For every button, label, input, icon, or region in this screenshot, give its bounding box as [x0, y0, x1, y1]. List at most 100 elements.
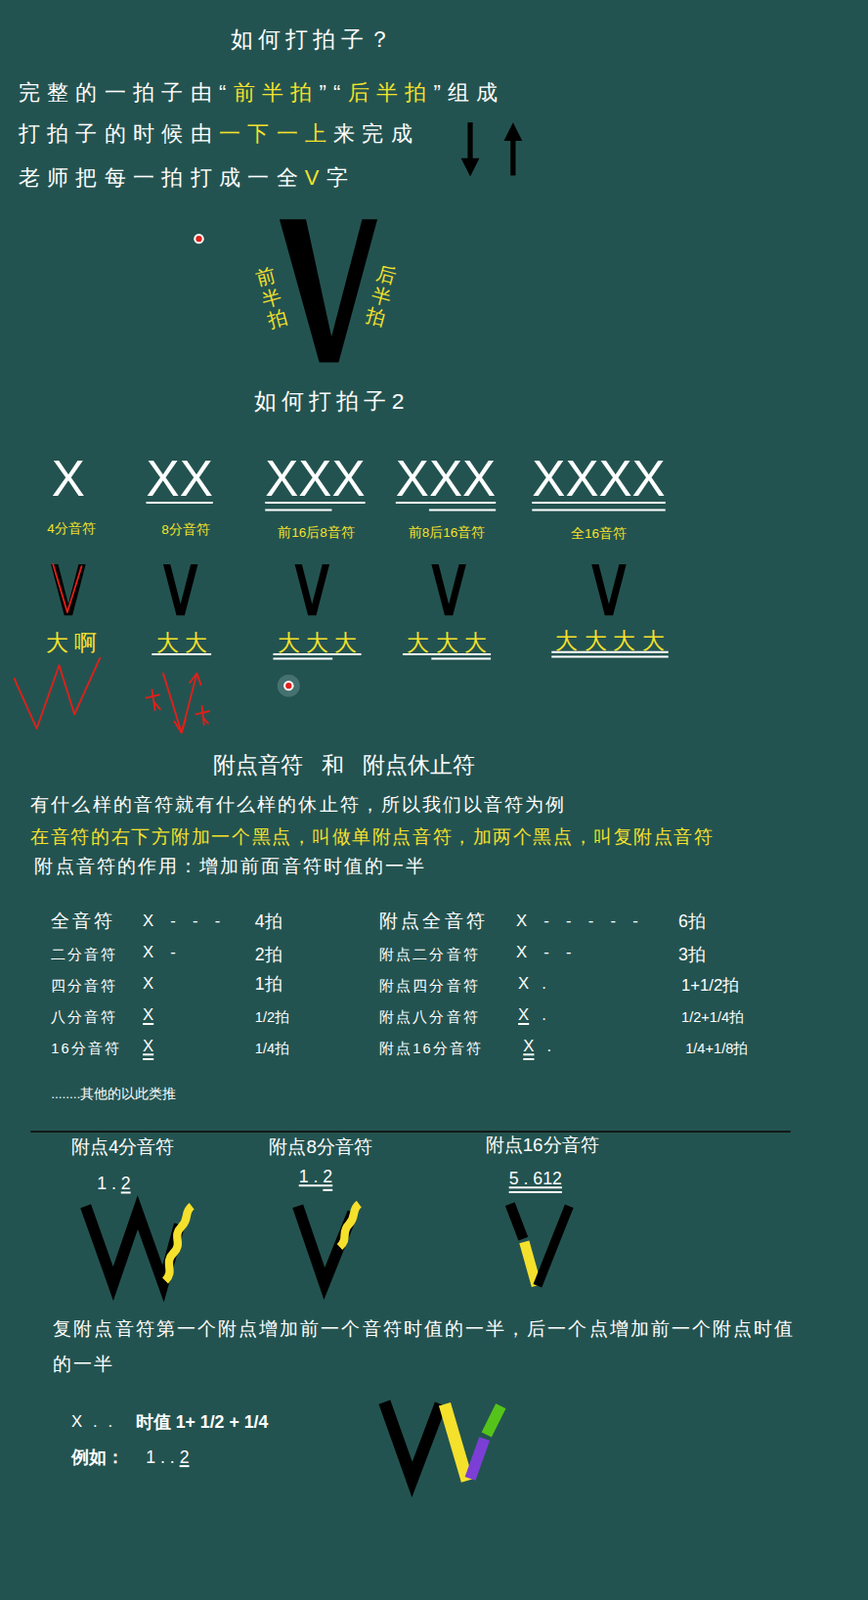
note-symbol: X — [142, 973, 154, 993]
example-heading: 附点4分音符 — [71, 1135, 174, 1158]
w-figure — [86, 1205, 180, 1283]
underline-mark — [531, 509, 665, 512]
red-scribble — [195, 705, 210, 725]
note-name: 附点八分音符 — [379, 1008, 480, 1026]
cursor-ring — [193, 233, 204, 244]
note-type-label: 前8后16音符 — [408, 524, 486, 541]
highlight-text: 一下一上 — [218, 121, 334, 146]
beat-v — [431, 564, 466, 615]
cursor-dot — [193, 233, 204, 244]
note-name: 附点全音符 — [379, 910, 488, 932]
big-v-shape — [279, 218, 378, 362]
note-symbol: X - — [142, 942, 182, 961]
syllable-text: 大 大 大 大 — [555, 627, 664, 653]
cursor-ring — [283, 680, 294, 691]
rhythm-symbol: XXX — [264, 450, 365, 509]
note-text: ........其他的以此类推 — [50, 1085, 176, 1102]
half-beat-label: 后半拍 — [363, 261, 399, 329]
note-symbol: X - - — [516, 942, 578, 961]
cursor-center — [285, 682, 292, 689]
note-symbol: X - - - - - — [516, 911, 645, 931]
second-dot-stroke — [470, 1437, 485, 1478]
example-heading: 附点8分音符 — [268, 1135, 372, 1158]
page-title: 如何打拍子？ — [230, 25, 396, 51]
beat-value: 1拍 — [255, 973, 283, 994]
underline-mark — [264, 509, 332, 512]
up-arrow-shaft — [510, 137, 516, 176]
highlight-text: V — [304, 165, 327, 190]
red-zigzag — [14, 657, 101, 729]
lesson-text: 字 — [326, 165, 355, 190]
note-symbol: X — [142, 1005, 154, 1025]
note-name: 八分音符 — [50, 1008, 118, 1026]
beat-value: 1/4拍 — [255, 1039, 290, 1056]
underline-mark — [142, 1057, 154, 1060]
note-type-label: 8分音符 — [161, 521, 211, 538]
divider-line — [30, 1129, 790, 1132]
syllable-text: 大 大 大 — [277, 629, 358, 655]
note-symbol: X . — [518, 1005, 551, 1025]
red-scribble — [145, 689, 161, 710]
duration-formula: 时值 1+ 1/2 + 1/4 — [135, 1410, 269, 1431]
v-stroke — [537, 1205, 569, 1285]
underline-mark — [322, 1188, 333, 1191]
beat-value: 1+1/2拍 — [681, 975, 739, 995]
example-notation: 1 . . 2 — [145, 1446, 189, 1467]
note-type-label: 全16音符 — [570, 525, 627, 542]
beat-value: 1/2+1/4拍 — [681, 1008, 744, 1026]
rhythm-symbol: X — [51, 450, 86, 509]
dot-stroke — [523, 1241, 537, 1286]
double-dot-figure — [384, 1401, 501, 1480]
up-arrow-head — [503, 122, 522, 141]
third-dot-stroke — [486, 1405, 502, 1434]
underline-mark — [522, 1057, 534, 1060]
note-symbol: X . — [522, 1036, 556, 1055]
example-notation: 1 . 2 — [96, 1172, 131, 1193]
lesson-text: ”组成 — [434, 80, 506, 105]
underline-mark — [551, 655, 668, 658]
underline-mark — [429, 509, 496, 512]
section-heading: 如何打拍子2 — [254, 388, 410, 414]
beat-value: 2拍 — [255, 943, 283, 963]
red-handwriting — [14, 564, 210, 733]
lesson-text: 有什么样的音符就有什么样的休止符，所以我们以音符为例 — [30, 794, 566, 817]
beat-v-row — [50, 564, 627, 615]
note-name: 16分音符 — [50, 1039, 122, 1056]
syllable-text: 大 啊 — [45, 629, 97, 655]
dot-stroke — [444, 1403, 468, 1480]
v-stroke — [510, 1203, 524, 1238]
note-symbol: X - - - — [142, 911, 227, 931]
red-arrow-heads — [173, 673, 201, 734]
rhythm-symbol: XXX — [395, 450, 496, 509]
note-name: 附点四分音符 — [379, 977, 480, 995]
beat-v — [163, 564, 198, 615]
note-symbol: X . . — [71, 1411, 116, 1431]
half-beat-label: 前半拍 — [254, 264, 290, 332]
note-symbol: X . — [518, 973, 551, 993]
beat-value: 1/4+1/8拍 — [685, 1039, 748, 1056]
example-label: 例如： — [71, 1446, 125, 1467]
highlight-text: 前半拍 — [233, 80, 320, 105]
example-notation: 1 . 2 — [299, 1166, 333, 1186]
red-v-arrow — [163, 673, 197, 734]
lesson-text: 复附点音符第一个附点增加前一个音符时值的一半，后一个点增加前一个附点时值的一半 — [52, 1311, 808, 1382]
lesson-text: 老师把每一拍打成一全 — [18, 165, 305, 190]
dot-squiggle — [165, 1205, 192, 1280]
beat-v — [591, 564, 626, 615]
cursor-dot — [277, 674, 301, 697]
dotted-note-figures — [86, 1203, 570, 1285]
beat-value: 4拍 — [255, 911, 283, 931]
underline-mark — [431, 657, 491, 660]
example-notation: 5 . 612 — [509, 1168, 563, 1188]
lesson-text: 附点音符的作用：增加前面音符时值的一半 — [34, 855, 427, 877]
note-name: 四分音符 — [50, 977, 118, 995]
beat-arrows — [461, 122, 523, 176]
dot-squiggle — [339, 1203, 359, 1247]
section-heading: 附点音符 和 附点休止符 — [213, 750, 476, 777]
underline-mark — [272, 657, 333, 660]
beat-value: 3拍 — [678, 943, 706, 963]
w-figure — [384, 1401, 440, 1479]
note-type-label: 前16后8音符 — [277, 524, 355, 541]
